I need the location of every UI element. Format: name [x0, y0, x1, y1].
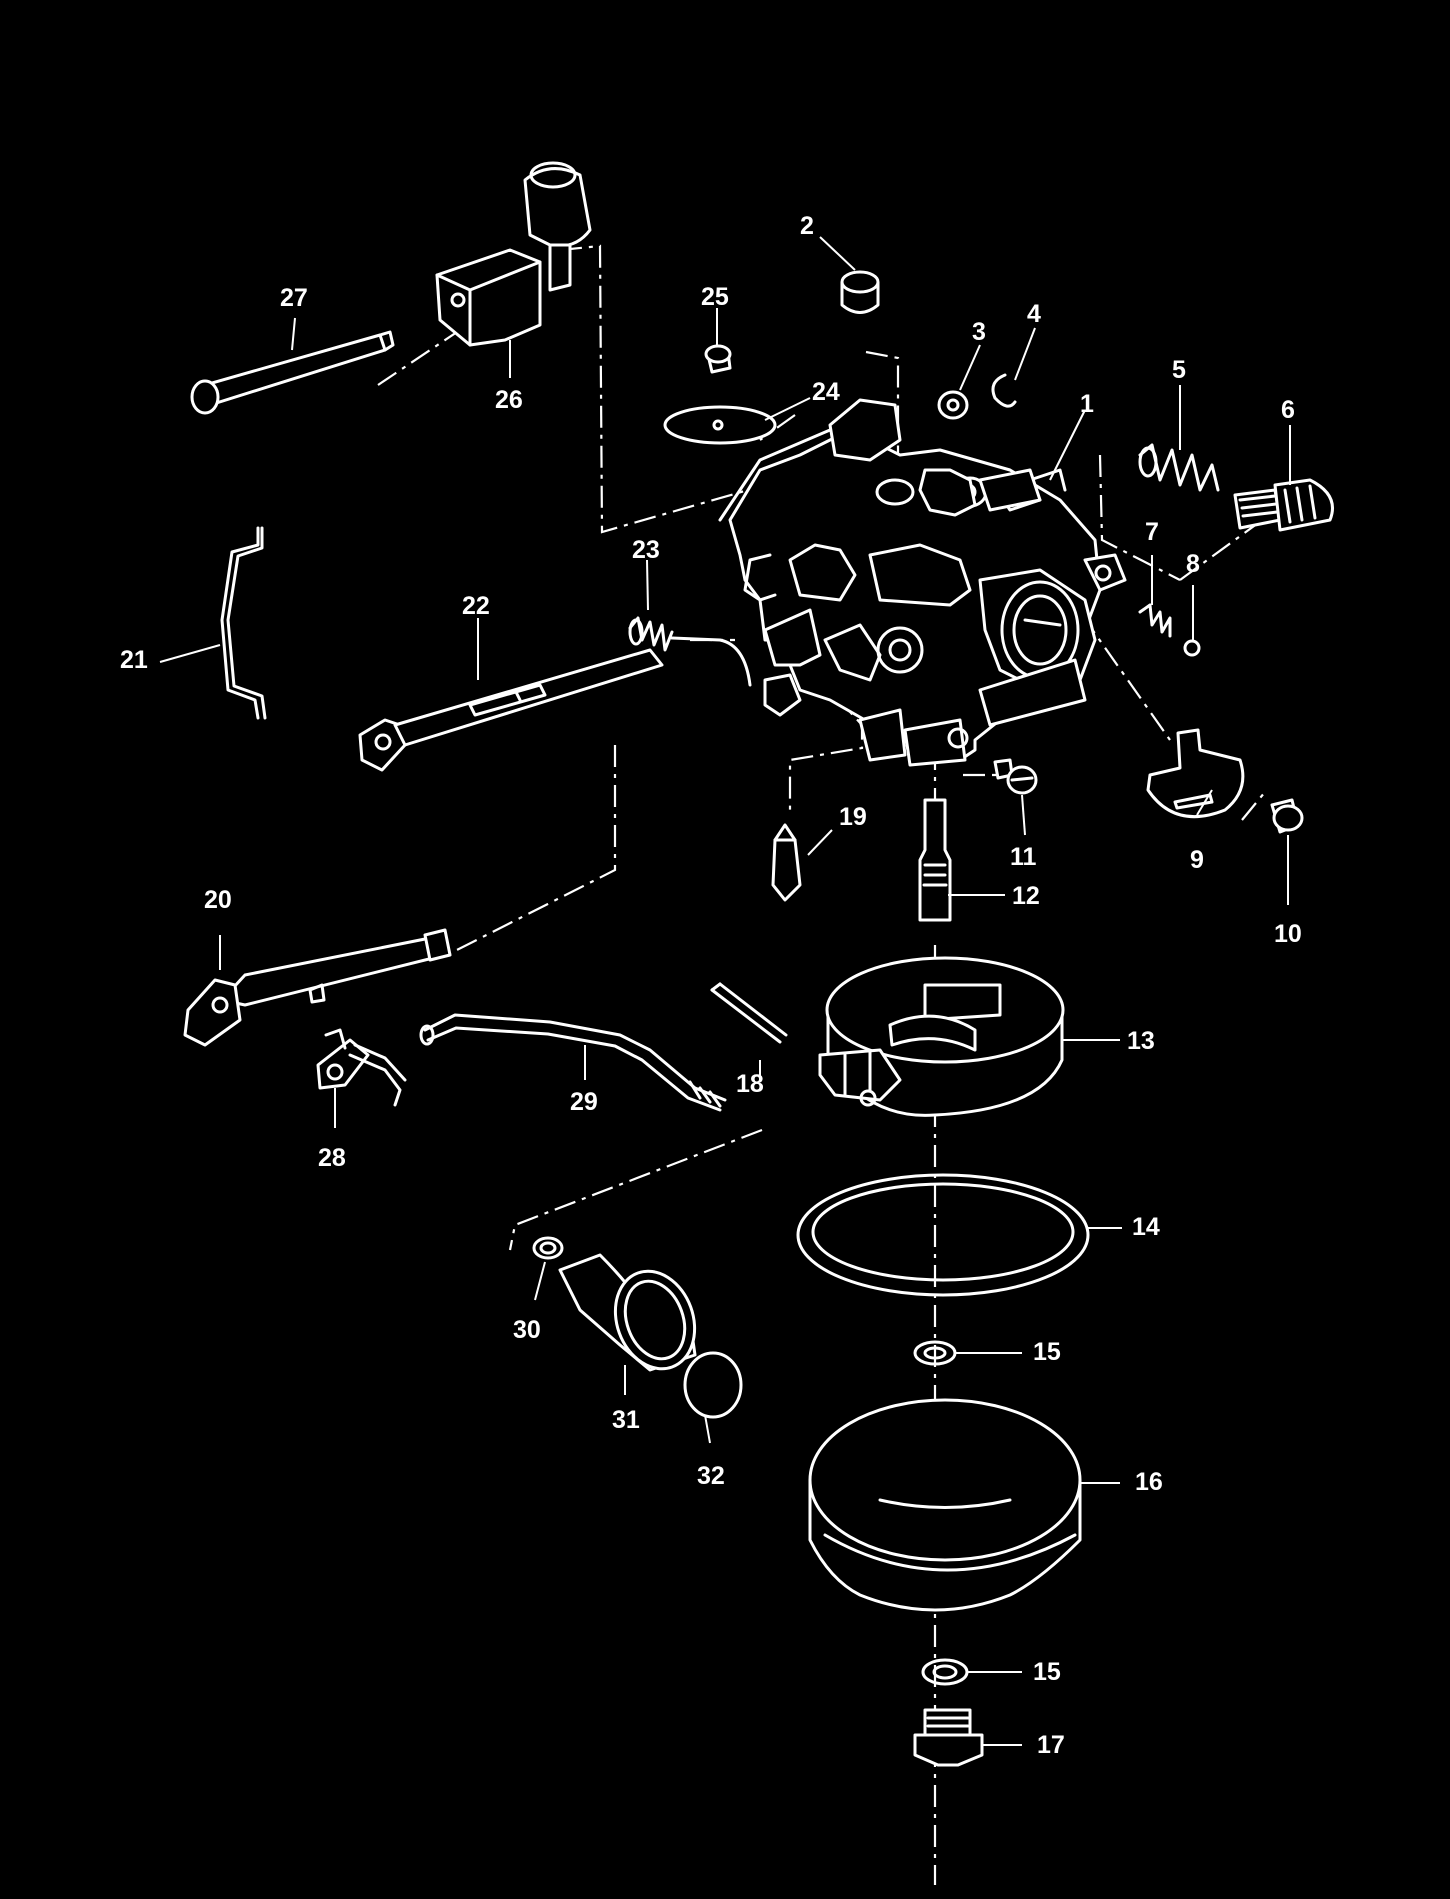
callout-8: 8: [1186, 550, 1200, 578]
part-5-spring: [1138, 443, 1220, 492]
callout-15-lower: 15: [1033, 1658, 1061, 1686]
callout-labels: 1 2 3 4 5 6 7 8 9 10 11 12 13 14 15 16 1…: [120, 212, 1302, 1759]
part-29-rod: [419, 1013, 727, 1112]
part-23-spring: [628, 616, 752, 687]
callout-9: 9: [1190, 846, 1204, 874]
part-22-throttle-shaft: [358, 648, 664, 772]
part-14-gasket: [796, 1173, 1090, 1297]
callout-5: 5: [1172, 356, 1186, 384]
part-11-screw: [993, 758, 1038, 795]
part-6-adjusting-screw: [1233, 478, 1334, 532]
callout-27: 27: [280, 284, 308, 312]
callout-19: 19: [839, 803, 867, 831]
callout-22: 22: [462, 592, 490, 620]
part-32-diaphragm: [683, 1351, 743, 1419]
callout-15-upper: 15: [1033, 1338, 1061, 1366]
callout-24: 24: [812, 378, 840, 406]
leader-lines: [159, 236, 1291, 1746]
part-25-screw: [704, 344, 732, 374]
callout-23: 23: [632, 536, 660, 564]
part-27-shaft: [190, 330, 395, 415]
part-17-drain-screw: [913, 1708, 984, 1767]
callout-16: 16: [1135, 1468, 1163, 1496]
part-18-pin: [710, 982, 788, 1044]
callout-18: 18: [736, 1070, 764, 1098]
part-15-washer-lower: [921, 1658, 969, 1686]
part-13-float: [818, 956, 1065, 1117]
part-2-plug: [840, 270, 880, 314]
callout-25: 25: [701, 283, 729, 311]
callout-10: 10: [1274, 920, 1302, 948]
part-26-bracket: [435, 161, 592, 347]
callout-14: 14: [1132, 1213, 1160, 1241]
callout-28: 28: [318, 1144, 346, 1172]
callout-31: 31: [612, 1406, 640, 1434]
callout-26: 26: [495, 386, 523, 414]
part-20-choke-shaft: [183, 928, 452, 1047]
part-30-spring: [532, 1236, 564, 1260]
callout-21: 21: [120, 646, 148, 674]
part-28-lever: [316, 1028, 407, 1107]
callout-6: 6: [1281, 396, 1295, 424]
part-16-float-bowl: [808, 1398, 1082, 1612]
callout-32: 32: [697, 1462, 725, 1490]
callout-7: 7: [1145, 518, 1159, 546]
callout-12: 12: [1012, 882, 1040, 910]
callout-11: 11: [1010, 843, 1037, 871]
callout-4: 4: [1027, 300, 1041, 328]
callout-3: 3: [972, 318, 986, 346]
callout-2: 2: [800, 212, 814, 240]
callout-13: 13: [1127, 1027, 1155, 1055]
callout-30: 30: [513, 1316, 541, 1344]
part-1-carburetor-body: [718, 398, 1127, 767]
part-21-link: [220, 526, 267, 720]
part-8-ball: [1183, 639, 1201, 657]
part-3-washer: [937, 390, 969, 420]
part-31-primer-body: [558, 1253, 697, 1372]
part-9-bracket: [1146, 728, 1245, 819]
callout-20: 20: [204, 886, 232, 914]
part-7-small-spring: [1138, 603, 1172, 638]
part-4-clip: [991, 373, 1017, 408]
part-19-inlet-needle: [771, 823, 802, 902]
callout-29: 29: [570, 1088, 598, 1116]
part-10-screw: [1270, 798, 1304, 834]
callout-1: 1: [1080, 390, 1094, 418]
part-12-main-nozzle: [918, 798, 952, 922]
part-24-choke-plate: [663, 405, 777, 445]
callout-17: 17: [1037, 1731, 1065, 1759]
